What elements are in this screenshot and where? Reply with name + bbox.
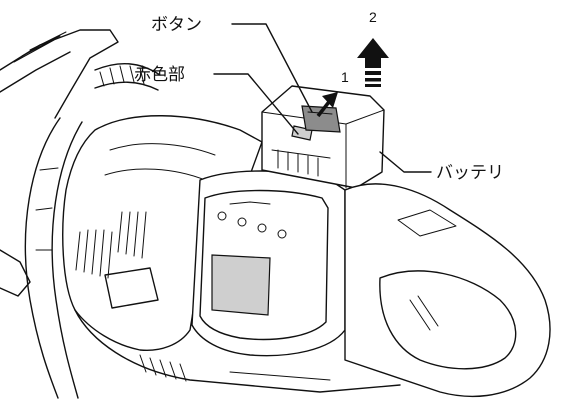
saw-bar xyxy=(24,117,83,399)
arrow-step-2 xyxy=(357,38,389,87)
motor-housing xyxy=(62,115,263,352)
leader-battery xyxy=(379,151,432,173)
display-window xyxy=(211,254,271,316)
leader-red-part xyxy=(213,73,299,135)
label-battery: バッテリ xyxy=(436,163,504,183)
front-handle xyxy=(0,29,161,119)
label-button: ボタン xyxy=(151,15,202,35)
step-number-2: 2 xyxy=(369,9,377,25)
arrow-step-1 xyxy=(316,92,338,118)
rear-handle xyxy=(344,183,551,397)
battery-pack xyxy=(261,85,385,189)
leader-button xyxy=(231,23,313,113)
control-cover xyxy=(191,170,346,357)
lower-cover xyxy=(0,249,401,393)
label-red-part: 赤色部 xyxy=(134,65,185,85)
step-number-1: 1 xyxy=(341,69,349,85)
